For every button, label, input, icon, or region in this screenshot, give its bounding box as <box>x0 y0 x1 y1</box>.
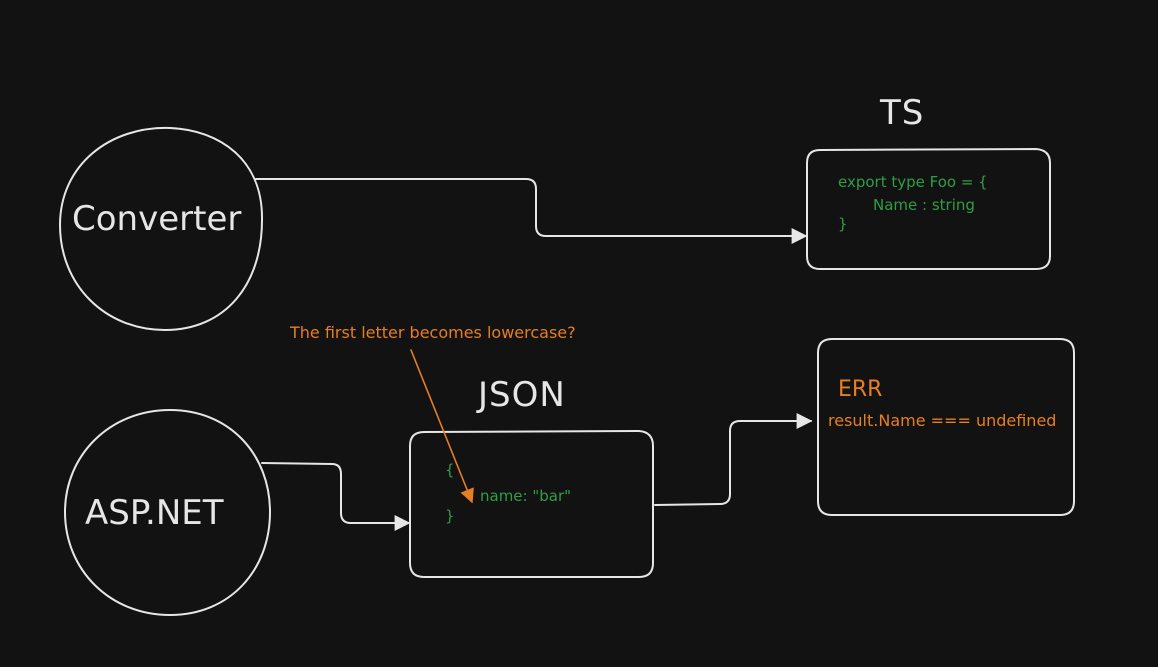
converter-label: Converter <box>72 199 242 239</box>
ts-code-line-3: } <box>838 215 848 233</box>
aspnet-circle[interactable] <box>64 409 271 616</box>
json-code-line-2: name: "bar" <box>480 487 572 505</box>
err-title: ERR <box>838 377 883 402</box>
json-box[interactable] <box>409 430 654 578</box>
ts-box[interactable] <box>806 148 1051 270</box>
aspnet-label: ASP.NET <box>85 493 224 533</box>
ts-title: TS <box>880 93 925 133</box>
err-box[interactable] <box>817 338 1075 516</box>
ts-code-line-2: Name : string <box>873 196 975 214</box>
arrow-converter-to-ts[interactable] <box>255 178 808 244</box>
annotation-text: The first letter becomes lowercase? <box>290 323 576 342</box>
json-code-line-3: } <box>445 507 455 525</box>
ts-code-line-1: export type Foo = { <box>838 173 988 191</box>
json-code-line-1: { <box>445 461 455 479</box>
annotation-arrow[interactable] <box>410 349 474 504</box>
json-title: JSON <box>478 375 566 415</box>
converter-circle[interactable] <box>59 126 264 331</box>
err-body: result.Name === undefined <box>828 411 1057 430</box>
arrow-aspnet-to-json[interactable] <box>261 462 411 531</box>
arrow-json-to-err[interactable] <box>654 413 813 506</box>
